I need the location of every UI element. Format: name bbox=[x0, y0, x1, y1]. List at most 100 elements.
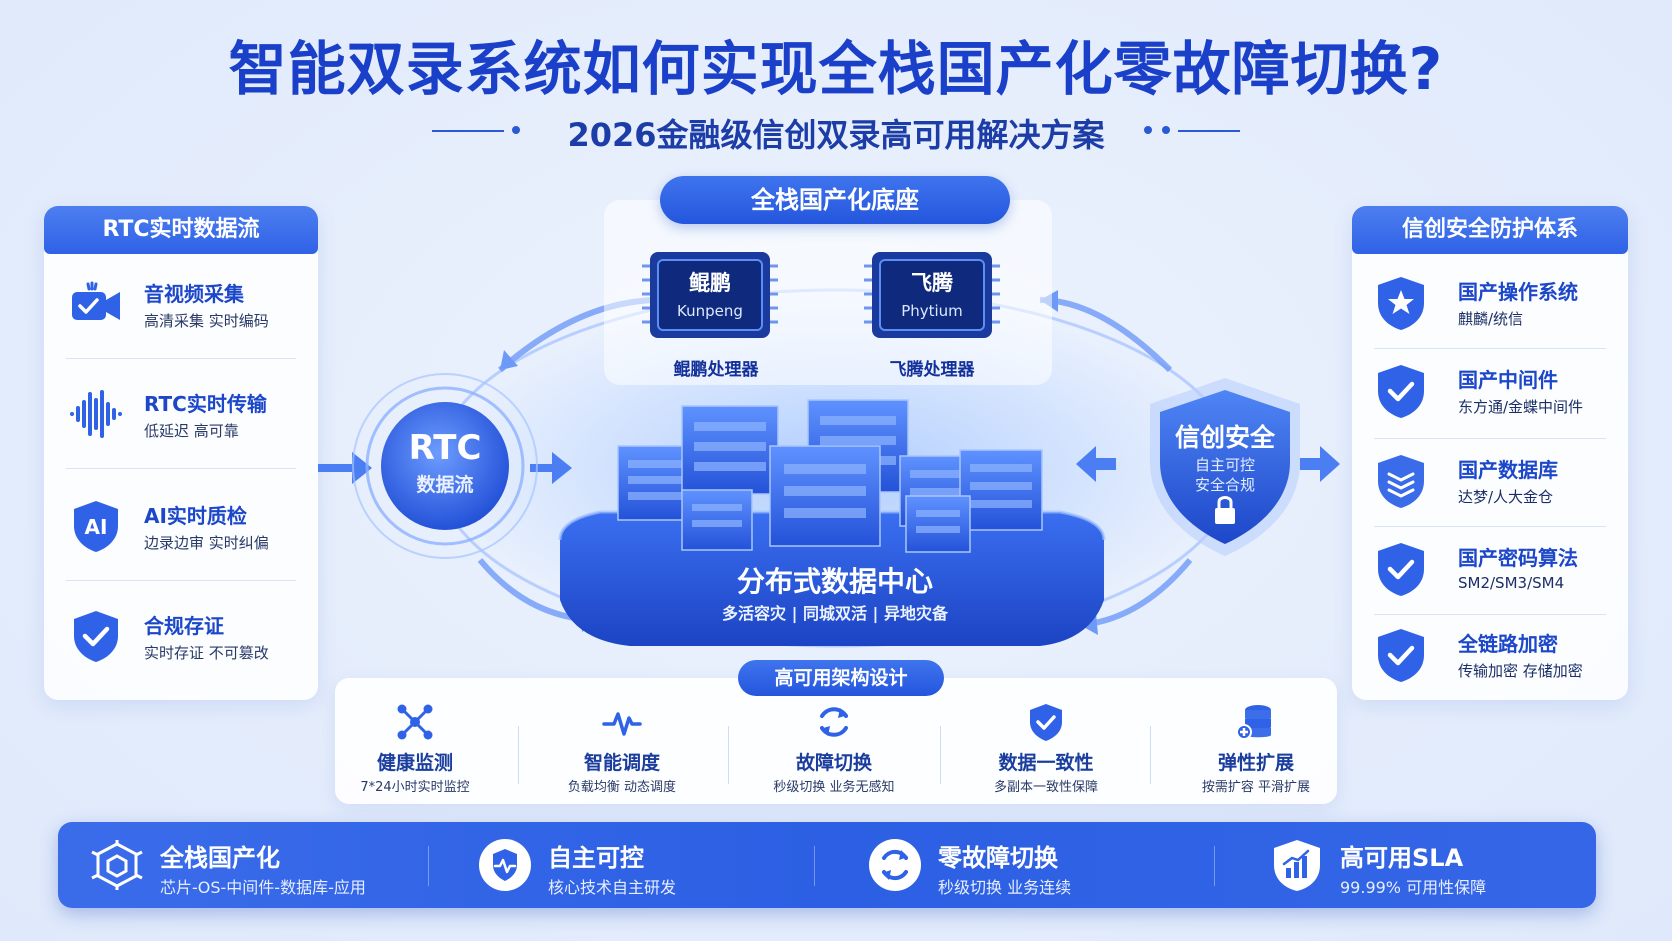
left-item-rtc-transfer: RTC实时传输 低延迟 高可靠 bbox=[68, 374, 318, 454]
ha-item-desc: 按需扩容 平滑扩展 bbox=[1201, 780, 1311, 795]
right-item-crypto: 国产密码算法 SM2/SM3/SM4 bbox=[1374, 530, 1624, 610]
left-item-av-capture: 音视频采集 高清采集 实时编码 bbox=[68, 264, 318, 344]
right-item-desc: 传输加密 存储加密 bbox=[1458, 662, 1583, 680]
divider bbox=[66, 580, 296, 581]
shield-arrow-out bbox=[1300, 446, 1340, 482]
rtc-subtitle: 数据流 bbox=[416, 474, 474, 496]
bottom-item-desc: 秒级切换 业务连续 bbox=[938, 878, 1072, 897]
right-item-desc: 达梦/人大金仓 bbox=[1458, 488, 1554, 506]
check-shield-icon bbox=[1378, 365, 1424, 418]
ha-item-title: 故障切换 bbox=[795, 752, 872, 774]
ai-shield-icon: AI bbox=[74, 501, 118, 552]
left-panel-title: RTC实时数据流 bbox=[44, 206, 318, 254]
ha-divider bbox=[728, 726, 729, 784]
chip-en-name: Phytium bbox=[901, 302, 963, 320]
rtc-title: RTC bbox=[408, 428, 482, 468]
divider bbox=[1374, 614, 1606, 615]
bottom-divider bbox=[428, 846, 429, 886]
left-item-title: RTC实时传输 bbox=[144, 392, 267, 416]
chip-en-name: Kunpeng bbox=[677, 302, 743, 320]
right-item-title: 国产中间件 bbox=[1458, 368, 1558, 392]
bottom-divider bbox=[814, 846, 815, 886]
chip-name: 飞腾 bbox=[911, 271, 954, 295]
datacenter-title: 分布式数据中心 bbox=[736, 565, 933, 598]
shield-body bbox=[1160, 390, 1290, 544]
layers-shield-icon bbox=[1378, 455, 1424, 508]
bottom-feature-bar bbox=[58, 822, 1596, 908]
check-shield-icon bbox=[74, 611, 118, 662]
refresh-icon bbox=[869, 839, 921, 891]
subtitle-left-dot bbox=[512, 126, 520, 134]
right-item-title: 国产数据库 bbox=[1458, 458, 1558, 482]
datacenter-subtitle: 多活容灾 | 同城双活 | 异地灾备 bbox=[722, 604, 948, 623]
divider bbox=[66, 468, 296, 469]
pulse-shield-icon bbox=[479, 839, 531, 891]
waveform-icon bbox=[70, 390, 122, 438]
bottom-item-full-stack: 全栈国产化 芯片-OS-中间件-数据库-应用 bbox=[90, 826, 420, 904]
page-subtitle: 2026金融级信创双录高可用解决方案 bbox=[567, 116, 1105, 154]
left-item-compliance: 合规存证 实时存证 不可篡改 bbox=[68, 596, 318, 676]
left-item-desc: 低延迟 高可靠 bbox=[144, 422, 239, 440]
page-title: 智能双录系统如何实现全栈国产化零故障切换? bbox=[228, 35, 1444, 103]
phytium-chip: 飞腾 Phytium bbox=[864, 252, 1000, 338]
rtc-outer-ring bbox=[352, 373, 538, 559]
subtitle-right-dot bbox=[1144, 126, 1152, 134]
ha-divider bbox=[518, 726, 519, 784]
bottom-item-desc: 核心技术自主研发 bbox=[548, 878, 677, 897]
left-item-title: 合规存证 bbox=[144, 614, 224, 638]
ha-item-title: 数据一致性 bbox=[998, 752, 1094, 774]
bottom-item-title: 自主可控 bbox=[548, 844, 644, 872]
bottom-item-autonomy: 自主可控 核心技术自主研发 bbox=[478, 826, 778, 904]
chart-shield-icon bbox=[1274, 840, 1320, 891]
shield-title: 信创安全 bbox=[1174, 423, 1275, 452]
ha-item-desc: 多副本一致性保障 bbox=[993, 780, 1098, 795]
subtitle-right-dot-2 bbox=[1162, 126, 1170, 134]
bottom-item-title: 零故障切换 bbox=[938, 844, 1058, 872]
star-shield-icon bbox=[1378, 277, 1424, 330]
pulse-icon bbox=[602, 712, 642, 736]
ha-item-failover: 故障切换 秒级切换 业务无感知 bbox=[734, 700, 934, 800]
shield-line-2: 安全合规 bbox=[1194, 476, 1255, 494]
phytium-label: 飞腾处理器 bbox=[889, 360, 975, 380]
left-item-desc: 实时存证 不可篡改 bbox=[144, 644, 269, 662]
bottom-item-sla: 高可用SLA 99.99% 可用性保障 bbox=[1270, 826, 1570, 904]
bottom-item-title: 全栈国产化 bbox=[160, 844, 280, 872]
left-item-desc: 边录边审 实时纠偏 bbox=[144, 534, 269, 552]
right-item-middleware: 国产中间件 东方通/金蝶中间件 bbox=[1374, 352, 1624, 432]
subtitle-bar: 2026金融级信创双录高可用解决方案 bbox=[0, 110, 1672, 154]
right-item-os: 国产操作系统 麒麟/统信 bbox=[1374, 264, 1624, 344]
ai-shield-text: AI bbox=[85, 515, 108, 539]
ha-card bbox=[335, 678, 1337, 804]
ha-item-title: 健康监测 bbox=[376, 752, 453, 774]
network-nodes-icon bbox=[397, 704, 433, 740]
ha-title: 高可用架构设计 bbox=[738, 660, 944, 696]
right-item-title: 全链路加密 bbox=[1458, 632, 1558, 656]
right-item-desc: 麒麟/统信 bbox=[1458, 310, 1524, 328]
right-item-title: 国产密码算法 bbox=[1458, 546, 1578, 570]
subtitle-right-line bbox=[1178, 130, 1240, 132]
kunpeng-label: 鲲鹏处理器 bbox=[673, 360, 759, 380]
subtitle-left-line bbox=[432, 130, 504, 132]
rtc-arrow-out bbox=[530, 452, 572, 484]
left-item-title: AI实时质检 bbox=[144, 504, 247, 528]
rtc-sphere bbox=[381, 402, 509, 530]
left-panel-rtc-flow: RTC实时数据流 音视频采集 高清采集 实时编码 RTC实 bbox=[44, 206, 318, 700]
arrowhead bbox=[500, 350, 518, 370]
divider bbox=[66, 358, 296, 359]
left-item-ai-inspection: AI AI实时质检 边录边审 实时纠偏 bbox=[68, 486, 318, 566]
check-shield-icon bbox=[1378, 543, 1424, 596]
right-item-desc: SM2/SM3/SM4 bbox=[1458, 574, 1565, 592]
ha-item-title: 弹性扩展 bbox=[1217, 752, 1294, 774]
rtc-arrow-in bbox=[318, 452, 372, 484]
check-shield-icon bbox=[1378, 629, 1424, 682]
ha-item-title: 智能调度 bbox=[583, 752, 660, 774]
ha-item-scaling: 弹性扩展 按需扩容 平滑扩展 bbox=[1156, 700, 1356, 800]
ha-item-health: 健康监测 7*24小时实时监控 bbox=[315, 700, 515, 800]
camera-icon bbox=[72, 281, 120, 320]
cube-gear-icon bbox=[91, 840, 143, 890]
ha-item-scheduling: 智能调度 负载均衡 动态调度 bbox=[522, 700, 722, 800]
right-item-title: 国产操作系统 bbox=[1458, 280, 1578, 304]
shield-line-1: 自主可控 bbox=[1194, 456, 1255, 474]
right-panel-security: 信创安全防护体系 国产操作系统 麒麟/统信 国产中间件 东方通/金蝶中间件 国产… bbox=[1352, 206, 1628, 700]
server-cluster bbox=[617, 399, 1043, 553]
